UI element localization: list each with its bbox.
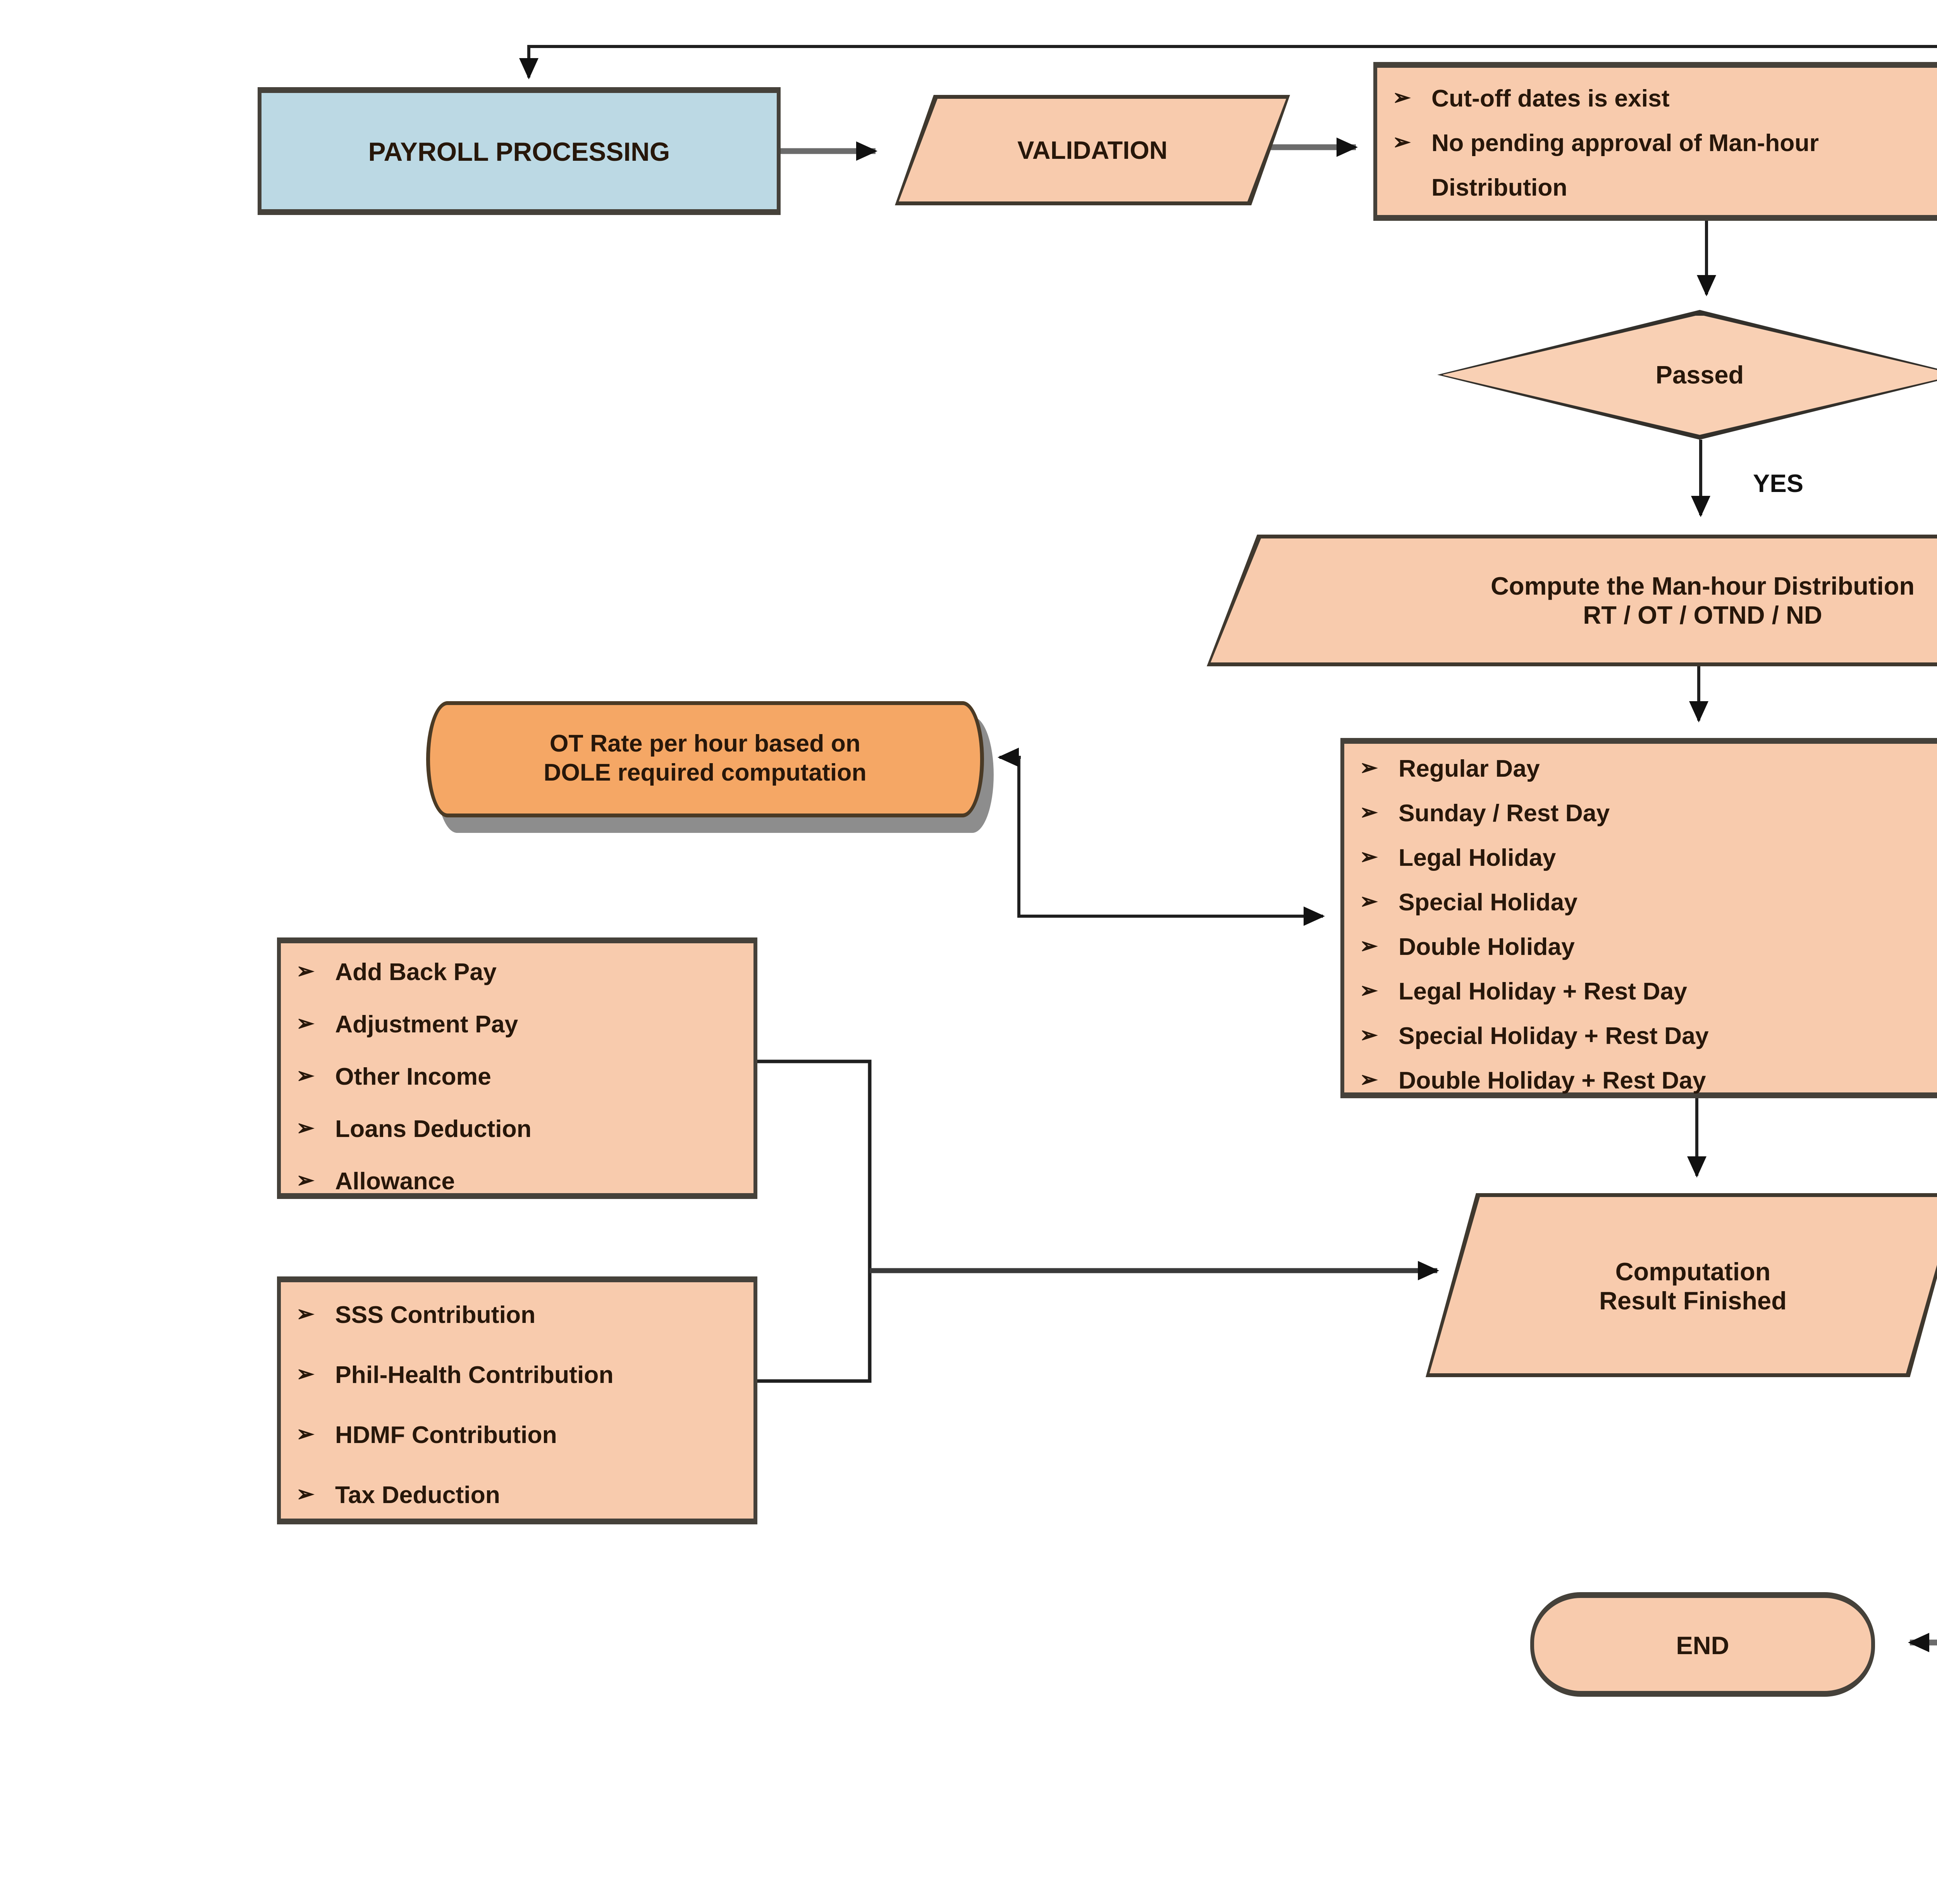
list-bullet-icon: ➢ — [1360, 980, 1378, 1003]
passed-decision: Passed — [1437, 310, 1937, 440]
compute-line2: RT / OT / OTND / ND — [1583, 600, 1822, 630]
list-bullet-icon: ➢ — [1360, 846, 1378, 870]
list-bullet-icon: ➢ — [1360, 802, 1378, 825]
computation-result-node: Computation Result Finished — [1426, 1193, 1937, 1377]
list-item-label: Legal Holiday — [1399, 845, 1556, 872]
list-item: ➢ No pending approval of Man-hour Distrib… — [1393, 122, 1937, 211]
list-item: ➢ Allowance — [296, 1156, 742, 1209]
list-item: ➢ Phil-Health Contribution — [296, 1346, 742, 1406]
list-bullet-icon: ➢ — [296, 1170, 315, 1193]
list-item: ➢ SSS Contribution — [296, 1286, 742, 1346]
list-item-label: Adjustment Pay — [335, 1011, 518, 1038]
list-item: ➢ Legal Holiday + Rest Day — [1360, 970, 1937, 1015]
list-item: ➢ Double Holiday — [1360, 926, 1937, 970]
earnings-items: ➢ Add Back Pay ➢ Adjustment Pay ➢ Other Incom… — [296, 947, 742, 1209]
list-item-label: HDMF Contribution — [335, 1422, 557, 1449]
validation-criteria-list: ➢ Cut-off dates is exist ➢ No pending appro… — [1373, 62, 1937, 221]
compute-line1: Compute the Man-hour Distribution — [1490, 571, 1915, 600]
edge-note-daytypes — [1017, 757, 1325, 926]
list-item: ➢ Legal Holiday — [1360, 837, 1937, 881]
list-item-label: Add Back Pay — [335, 959, 497, 986]
list-item-label: Double Holiday — [1399, 934, 1575, 961]
result-line2: Result Finished — [1599, 1285, 1787, 1314]
list-bullet-icon: ➢ — [1360, 891, 1378, 914]
compute-manhour-node: Compute the Man-hour Distribution RT / O… — [1207, 535, 1937, 666]
list-bullet-icon: ➢ — [296, 1424, 315, 1447]
list-item: ➢ Tax Deduction — [296, 1466, 742, 1526]
list-item-label: Sunday / Rest Day — [1399, 800, 1610, 827]
list-item-label: Allowance — [335, 1168, 455, 1195]
list-item-label: Legal Holiday + Rest Day — [1399, 978, 1688, 1005]
list-item: ➢ HDMF Contribution — [296, 1406, 742, 1466]
list-bullet-icon: ➢ — [296, 1065, 315, 1089]
list-item: ➢ Loans Deduction — [296, 1104, 742, 1156]
passed-label: Passed — [1655, 360, 1744, 389]
day-types-items: ➢ Regular Day ➢ Sunday / Rest Day ➢ Legal Hol… — [1360, 748, 1937, 1104]
ot-note-line2: DOLE required computation — [544, 759, 867, 786]
end-terminator-bottom: END — [1530, 1592, 1875, 1697]
payroll-processing-node: PAYROLL PROCESSING — [258, 87, 781, 215]
list-bullet-icon: ➢ — [1393, 132, 1411, 155]
list-item-label: Tax Deduction — [335, 1482, 501, 1509]
list-bullet-icon: ➢ — [296, 1364, 315, 1387]
list-item: ➢ Special Holiday — [1360, 881, 1937, 926]
list-bullet-icon: ➢ — [296, 1118, 315, 1141]
list-bullet-icon: ➢ — [1360, 1069, 1378, 1092]
end-bottom-label: END — [1676, 1630, 1729, 1659]
list-item: ➢ Sunday / Rest Day — [1360, 792, 1937, 837]
list-item-label: SSS Contribution — [335, 1302, 536, 1329]
list-bullet-icon: ➢ — [1360, 936, 1378, 959]
statutory-deductions-list: ➢ SSS Contribution ➢ Phil-Health Contributi… — [277, 1276, 757, 1524]
list-item-label: Special Holiday — [1399, 889, 1578, 916]
validation-criteria-items: ➢ Cut-off dates is exist ➢ No pending appro… — [1393, 77, 1937, 211]
list-item-label: No pending approval of Man-hour Distribu… — [1431, 130, 1819, 201]
payroll-processing-label: PAYROLL PROCESSING — [368, 136, 670, 166]
list-bullet-icon: ➢ — [1360, 757, 1378, 781]
list-item: ➢ Regular Day — [1360, 748, 1937, 792]
list-item-label: Phil-Health Contribution — [335, 1362, 614, 1389]
list-item: ➢ Other Income — [296, 1052, 742, 1104]
list-bullet-icon: ➢ — [296, 961, 315, 984]
validation-label: VALIDATION — [1017, 136, 1168, 165]
edge-label-passed-yes: YES — [1753, 469, 1804, 498]
list-item-label: Loans Deduction — [335, 1116, 532, 1143]
list-item: ➢ Cut-off dates is exist — [1393, 77, 1937, 122]
list-item-label: Other Income — [335, 1063, 491, 1090]
ot-note-line1: OT Rate per hour based on — [549, 730, 861, 757]
list-item-label: Special Holiday + Rest Day — [1399, 1023, 1709, 1050]
list-item-label: Regular Day — [1399, 755, 1540, 783]
list-item-label: Cut-off dates is exist — [1431, 85, 1670, 112]
deductions-items: ➢ SSS Contribution ➢ Phil-Health Contributi… — [296, 1286, 742, 1526]
list-item-label: Double Holiday + Rest Day — [1399, 1067, 1706, 1094]
list-item: ➢ Double Holiday + Rest Day — [1360, 1059, 1937, 1104]
day-types-list: ➢ Regular Day ➢ Sunday / Rest Day ➢ Legal Hol… — [1340, 738, 1937, 1098]
list-bullet-icon: ➢ — [296, 1304, 315, 1327]
list-bullet-icon: ➢ — [296, 1484, 315, 1507]
list-item: ➢ Adjustment Pay — [296, 999, 742, 1052]
edge-lists-bracket — [757, 1059, 872, 1383]
validation-node: VALIDATION — [895, 95, 1290, 205]
ot-rate-note: OT Rate per hour based on DOLE required … — [426, 701, 984, 817]
list-item: ➢ Special Holiday + Rest Day — [1360, 1015, 1937, 1059]
list-bullet-icon: ➢ — [1393, 87, 1411, 110]
earnings-adjustments-list: ➢ Add Back Pay ➢ Adjustment Pay ➢ Other Incom… — [277, 937, 757, 1199]
result-line1: Computation — [1615, 1256, 1771, 1285]
list-item: ➢ Add Back Pay — [296, 947, 742, 999]
list-bullet-icon: ➢ — [1360, 1025, 1378, 1048]
list-bullet-icon: ➢ — [296, 1013, 315, 1036]
